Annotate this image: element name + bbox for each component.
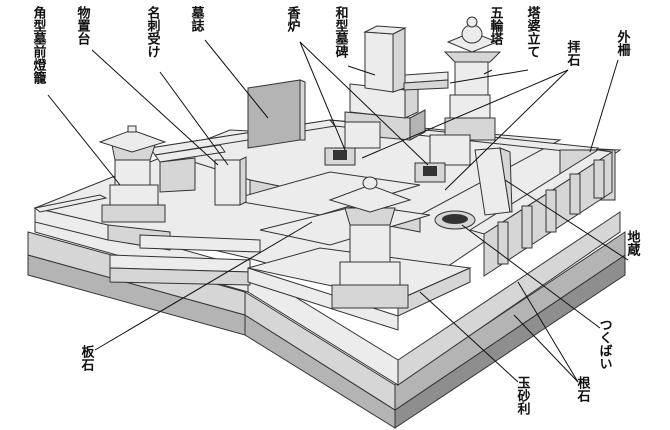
label-haiseki: 拝石 bbox=[565, 39, 582, 67]
label-tsukubai: つくばい bbox=[597, 318, 613, 370]
incense-burners bbox=[324, 147, 446, 183]
entrance-steps bbox=[109, 234, 261, 286]
leader-lines bbox=[47, 39, 629, 383]
label-tamajari: 玉砂利 bbox=[515, 376, 532, 416]
label-itaishi: 板石 bbox=[79, 344, 96, 372]
label-touba-tate: 塔婆立て bbox=[525, 5, 541, 58]
label-sotosaku: 外柵 bbox=[615, 29, 632, 57]
label-wagata-boseki: 和型墓碑 bbox=[333, 5, 350, 59]
tsukubai-basin bbox=[434, 210, 476, 230]
meishi-uke-box bbox=[214, 156, 247, 206]
label-motsuokidai: 物置台 bbox=[75, 5, 91, 46]
label-neishi: 根石 bbox=[575, 375, 592, 403]
motsuokidai-shelf bbox=[154, 144, 226, 193]
square-lantern-front bbox=[328, 176, 412, 309]
label-kouro: 香炉 bbox=[285, 5, 302, 33]
jizou-stand bbox=[474, 147, 513, 216]
label-gorintou: 五輪塔 bbox=[488, 6, 504, 45]
label-kakugata-bozen-torou: 角型墓前燈籠 bbox=[31, 5, 48, 85]
label-meishi-uke: 名刺受け bbox=[145, 5, 161, 58]
labels: 角型墓前燈籠 物置台 名刺受け 墓誌 香炉 和型墓碑 五輪塔 塔婆立て 拝石 外… bbox=[31, 5, 641, 416]
label-boshi: 墓誌 bbox=[189, 5, 206, 33]
label-jizou: 地蔵 bbox=[625, 229, 641, 257]
gorintou-pagoda bbox=[443, 16, 502, 141]
haiseki-altar bbox=[344, 121, 471, 166]
square-lantern-left bbox=[98, 125, 167, 223]
boshi-slab bbox=[247, 79, 306, 149]
touba-stand bbox=[403, 71, 449, 91]
